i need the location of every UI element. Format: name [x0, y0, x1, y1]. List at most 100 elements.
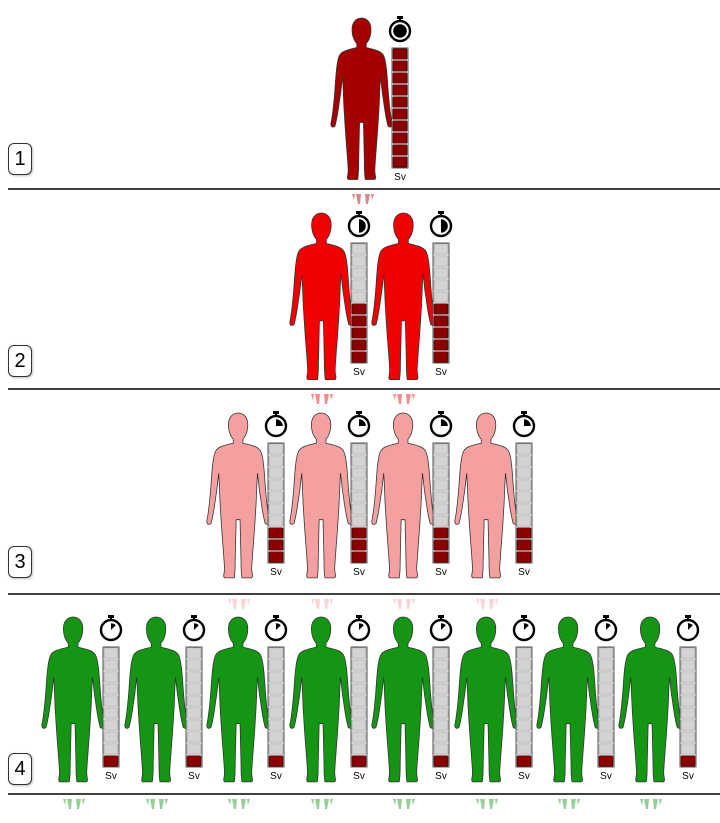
meter-segment	[517, 552, 531, 562]
reflection-arm	[311, 799, 314, 805]
person-unit: Sv	[125, 615, 204, 782]
person-unit: Sv	[290, 615, 369, 782]
meter-segment	[599, 684, 613, 694]
meter-segment	[352, 648, 366, 658]
meter-segment	[393, 109, 407, 119]
reflection-leg	[324, 394, 329, 404]
meter-segment	[517, 744, 531, 754]
meter-segment	[517, 660, 531, 670]
meter-segment	[434, 244, 448, 254]
reflection-leg	[406, 799, 411, 809]
meter-segment	[187, 744, 201, 754]
meter-segment	[352, 708, 366, 718]
meter-segment	[517, 696, 531, 706]
meter-segment	[681, 708, 695, 718]
reflection-leg	[159, 799, 164, 809]
person-silhouette	[290, 413, 353, 578]
stopwatch-icon	[101, 615, 121, 640]
meter-segment	[599, 708, 613, 718]
meter-segment	[517, 528, 531, 538]
person-unit: Sv	[207, 411, 286, 578]
meter-segment	[681, 672, 695, 682]
unit-label: Sv	[600, 771, 612, 782]
stopwatch-crown	[438, 615, 444, 618]
meter-segment	[352, 492, 366, 502]
meter-segment	[517, 648, 531, 658]
meter-segment	[434, 720, 448, 730]
meter-segment	[434, 732, 448, 742]
person-unit: Sv	[207, 615, 286, 782]
meter-segment	[352, 304, 366, 314]
reflection-arm	[393, 599, 396, 605]
dose-meter	[351, 243, 367, 363]
dose-meter	[268, 647, 284, 767]
meter-segment	[681, 648, 695, 658]
reflection-arm	[371, 194, 374, 200]
meter-segment	[434, 256, 448, 266]
meter-segment	[187, 684, 201, 694]
person-reflection	[393, 799, 415, 809]
meter-segment	[434, 444, 448, 454]
meter-segment	[269, 552, 283, 562]
row-4: SvSvSvSvSvSvSvSv	[8, 615, 720, 794]
dose-meter	[433, 243, 449, 363]
person-reflection	[311, 599, 333, 609]
reflection-arm	[393, 394, 396, 400]
person-silhouette	[372, 413, 435, 578]
meter-segment	[517, 672, 531, 682]
unit-label: Sv	[435, 367, 447, 378]
meter-segment	[517, 756, 531, 766]
reflection-leg	[397, 799, 402, 809]
unit-label: Sv	[353, 567, 365, 578]
stopwatch-icon	[431, 615, 451, 640]
meter-segment	[352, 352, 366, 362]
stopwatch-icon	[596, 615, 616, 640]
reflection-leg	[315, 394, 320, 404]
reflection-arm	[476, 799, 479, 805]
person-unit: Sv	[290, 211, 369, 380]
meter-segment	[269, 480, 283, 490]
dose-meter	[516, 647, 532, 767]
meter-segment	[393, 145, 407, 155]
dose-meter	[392, 48, 408, 168]
reflection-leg	[489, 799, 494, 809]
person-reflection	[228, 799, 250, 809]
meter-segment	[104, 672, 118, 682]
meter-segment	[393, 97, 407, 107]
person-reflection	[311, 394, 333, 404]
person-silhouette	[290, 213, 353, 380]
person-unit: Sv	[290, 411, 369, 578]
meter-segment	[681, 696, 695, 706]
stopwatch-icon	[349, 211, 369, 236]
reflection-leg	[397, 394, 402, 404]
meter-segment	[269, 456, 283, 466]
meter-segment	[269, 492, 283, 502]
reflection-arm	[228, 599, 231, 605]
meter-segment	[434, 492, 448, 502]
meter-segment	[269, 696, 283, 706]
person-unit: Sv	[372, 615, 451, 782]
reflection-leg	[571, 799, 576, 809]
reflection-arm	[640, 799, 643, 805]
meter-segment	[269, 672, 283, 682]
meter-segment	[434, 528, 448, 538]
person-unit: Sv	[372, 211, 451, 380]
stopwatch-icon	[390, 16, 410, 41]
reflection-arm	[311, 394, 314, 400]
row-2-label: 2	[8, 345, 32, 377]
reflection-leg	[241, 799, 246, 809]
reflection-leg	[644, 799, 649, 809]
meter-segment	[517, 444, 531, 454]
meter-segment	[599, 696, 613, 706]
meter-segment	[269, 468, 283, 478]
reflection-leg	[489, 599, 494, 609]
meter-segment	[434, 552, 448, 562]
meter-segment	[104, 648, 118, 658]
person-reflection	[63, 799, 85, 809]
meter-segment	[599, 744, 613, 754]
meter-segment	[352, 720, 366, 730]
meter-segment	[434, 648, 448, 658]
reflection-arm	[659, 799, 662, 805]
unit-label: Sv	[105, 771, 117, 782]
